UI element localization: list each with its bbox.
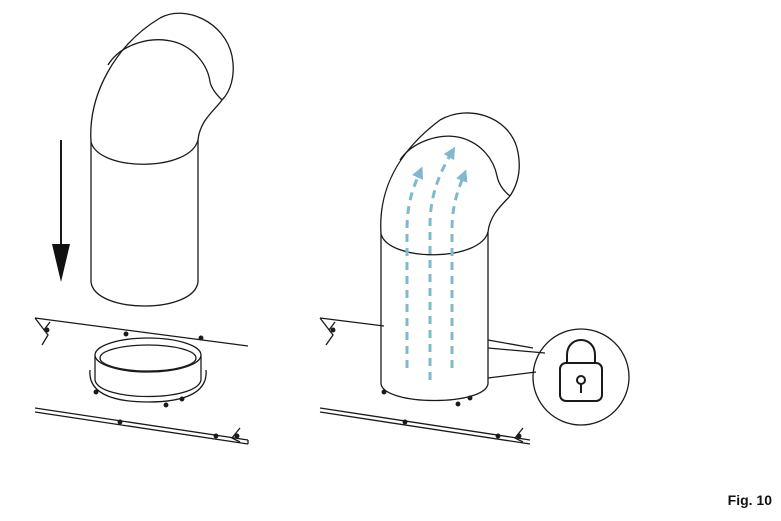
step-1-group: [34, 12, 249, 445]
lock-callout: [487, 328, 630, 426]
airflow-arrows: [405, 146, 468, 380]
elbow-duct-installed: [380, 112, 520, 402]
figure-label: Fig. 10: [727, 492, 772, 508]
down-arrow-icon: [52, 140, 70, 282]
step-2-group: [319, 112, 630, 445]
collar-ring-left: [89, 337, 207, 403]
airflow-arrow-2: [428, 146, 456, 380]
hood-plate-right: [319, 317, 534, 445]
airflow-arrow-3: [450, 169, 468, 368]
hood-plate-left: [34, 317, 249, 445]
airflow-arrow-1: [405, 166, 424, 368]
padlock-icon: [559, 338, 603, 402]
elbow-duct-left: [90, 12, 234, 307]
